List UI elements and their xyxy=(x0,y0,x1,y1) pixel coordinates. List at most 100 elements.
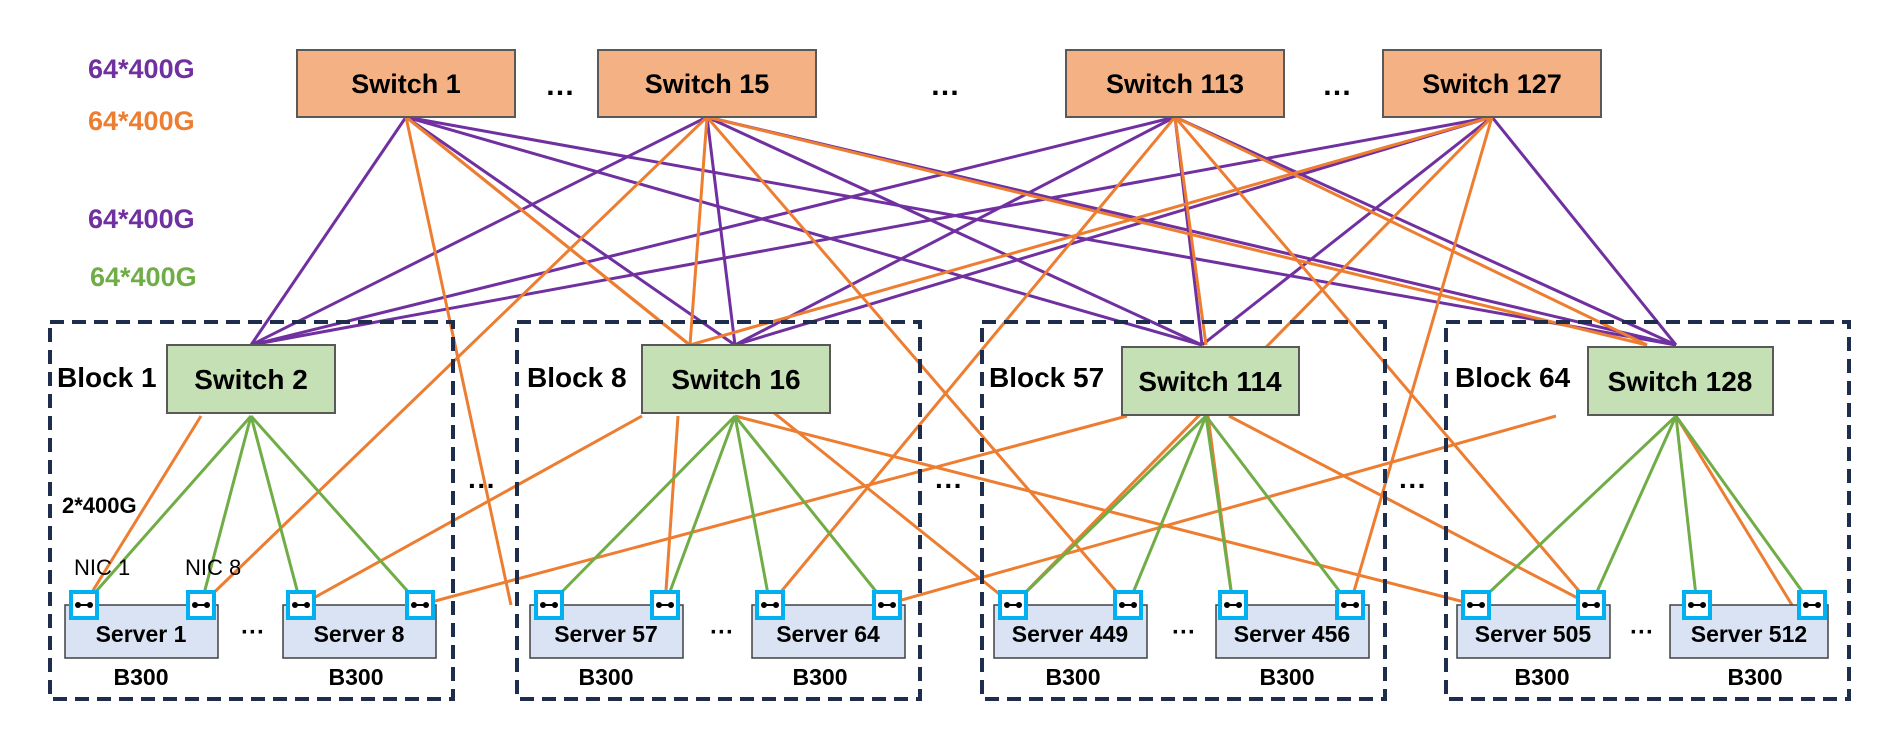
leaf-server-link xyxy=(419,414,1128,607)
leaf-switch[interactable]: Switch 128 xyxy=(1587,346,1774,416)
gpu-label: B300 xyxy=(1728,664,1783,690)
spine-server-link xyxy=(705,116,1130,606)
server[interactable]: Server 505 xyxy=(1456,604,1611,659)
block-label: Block 8 xyxy=(527,362,627,393)
leaf-switch[interactable]: Switch 2 xyxy=(166,344,336,414)
spine-leaf-link xyxy=(705,116,737,346)
leaf-server-link xyxy=(1204,415,1352,606)
spine-leaf-link xyxy=(734,115,1493,347)
leaf-switch-label: Switch 16 xyxy=(671,364,800,395)
server-ellipsis: ··· xyxy=(241,619,265,646)
spine-leaf-link xyxy=(1174,115,1648,347)
block: Block 1 Switch 2 Server 1 Server 8 B300 … xyxy=(48,320,455,701)
leaf-server-link xyxy=(300,414,643,607)
leaf-server-link xyxy=(1589,415,1678,606)
spine-leaf-link xyxy=(734,115,1176,347)
spine-leaf-link xyxy=(688,116,709,346)
nic-port-icon xyxy=(286,590,316,620)
spine-leaf-link xyxy=(250,115,1493,347)
spine-switch[interactable]: Switch 15 xyxy=(597,49,817,118)
spine-server-link xyxy=(1348,116,1494,606)
nic-port-icon xyxy=(1461,590,1491,620)
spine-switch-label: Switch 15 xyxy=(645,69,770,99)
spine-switch[interactable]: Switch 113 xyxy=(1065,49,1285,118)
server-label: Server 57 xyxy=(554,621,658,647)
spine-server-link xyxy=(768,116,1177,606)
leaf-server-link xyxy=(199,415,253,606)
legend: 64*400G 64*400G 64*400G 64*400G xyxy=(88,54,197,292)
block: Block 8 Switch 16 Server 57 Server 64 B3… xyxy=(515,320,922,701)
block: Block 64 Switch 128 Server 505 Server 51… xyxy=(1444,320,1851,701)
spine-ellipsis: … xyxy=(545,69,575,102)
block-ellipsis: ··· xyxy=(468,470,496,501)
spine-switch-label: Switch 113 xyxy=(1106,69,1244,99)
legend-item: 64*400G xyxy=(88,106,195,136)
server-label: Server 64 xyxy=(776,621,880,647)
server-label: Server 512 xyxy=(1691,621,1807,647)
gpu-label: B300 xyxy=(1515,664,1570,690)
server-ellipsis: ··· xyxy=(710,619,734,646)
leaf-switch-label: Switch 2 xyxy=(194,364,308,395)
nic-port-icon xyxy=(1113,590,1143,620)
leaf-server-link xyxy=(663,415,680,606)
gpu-label: B300 xyxy=(114,664,169,690)
gpu-label: B300 xyxy=(1260,664,1315,690)
spine-ellipsis: … xyxy=(930,69,960,102)
nic-port-icon xyxy=(872,590,902,620)
leaf-server-link xyxy=(1126,415,1208,606)
nic-port-icon xyxy=(186,590,216,620)
nic-label: NIC 1 xyxy=(74,555,130,580)
spine-switch[interactable]: Switch 1 xyxy=(296,49,516,118)
leaf-server-link xyxy=(733,415,889,606)
spine-leaf-link xyxy=(1174,115,1677,347)
spine-leaf-link xyxy=(706,115,1648,347)
leaf-server-link xyxy=(1674,415,1814,606)
nic-port-icon xyxy=(1682,590,1712,620)
leaf-server-link xyxy=(82,415,203,606)
spine-switch-label: Switch 1 xyxy=(351,69,461,99)
nic-port-icon xyxy=(534,590,564,620)
gpu-label: B300 xyxy=(579,664,634,690)
nic-port-icon xyxy=(998,590,1028,620)
block-border xyxy=(48,320,455,701)
nic-port-icon xyxy=(755,590,785,620)
leaf-switch[interactable]: Switch 16 xyxy=(641,344,831,414)
nic-port-icon xyxy=(1576,590,1606,620)
leaf-server-link xyxy=(547,414,737,607)
block-ellipsis: ··· xyxy=(935,470,963,501)
nic-ports xyxy=(69,590,1827,620)
legend-item: 64*400G xyxy=(90,262,197,292)
server-label: Server 1 xyxy=(96,621,187,647)
leaf-server-link xyxy=(249,415,303,606)
nic-label: NIC 8 xyxy=(185,555,241,580)
link-speed-label: 2*400G xyxy=(62,493,137,518)
spine-layer: Switch 1 Switch 15 Switch 113 Switch 127… xyxy=(296,49,1602,118)
leaf-switch[interactable]: Switch 114 xyxy=(1121,346,1300,416)
block: Block 57 Switch 114 Server 449 Server 45… xyxy=(980,320,1387,701)
nic-port-icon xyxy=(650,590,680,620)
block-label: Block 64 xyxy=(1455,362,1571,393)
server-label: Server 449 xyxy=(1012,621,1128,647)
gpu-label: B300 xyxy=(793,664,848,690)
server-ellipsis: ··· xyxy=(1630,619,1654,646)
legend-item: 64*400G xyxy=(88,204,195,234)
leaf-server-link xyxy=(1474,414,1678,607)
spine-switch-label: Switch 127 xyxy=(1422,69,1562,99)
spine-switch[interactable]: Switch 127 xyxy=(1382,49,1602,118)
spine-leaf-link xyxy=(1201,115,1493,347)
spine-leaf-link xyxy=(1173,116,1208,346)
spine-leaf-link xyxy=(250,115,1176,347)
nic-port-icon xyxy=(405,590,435,620)
block-border xyxy=(515,320,922,701)
leaf-server-link xyxy=(1674,415,1699,606)
block-border xyxy=(1444,320,1851,701)
nic-port-icon xyxy=(1335,590,1365,620)
server[interactable]: Server 1 xyxy=(64,604,219,659)
spine-server-link xyxy=(404,116,513,606)
leaf-server-link xyxy=(1228,414,1592,607)
leaf-server-link xyxy=(82,415,253,606)
legend-item: 64*400G xyxy=(88,54,195,84)
server-ellipsis: ··· xyxy=(1172,619,1196,646)
leaf-server-link xyxy=(1674,415,1794,606)
